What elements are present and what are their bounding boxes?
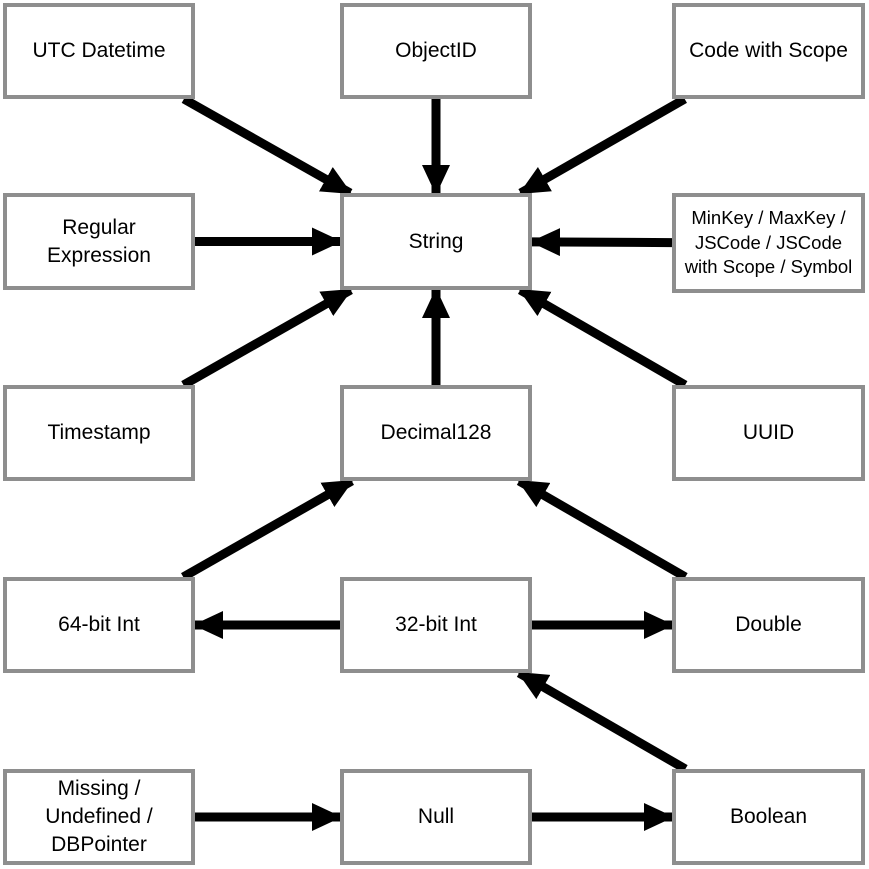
arrow-minkey_maxkey_jscode_jscode_with_scope_symbol-to-string xyxy=(530,228,673,257)
arrow-int64-to-decimal128 xyxy=(181,477,354,581)
node-64-bit-int: 64-bit Int xyxy=(3,577,195,673)
node-double: Double xyxy=(672,577,865,673)
node-label: 32-bit Int xyxy=(395,613,477,637)
node-label: ObjectID xyxy=(395,39,477,63)
node-regular-expression: Regular Expression xyxy=(3,193,195,290)
node-string: String xyxy=(340,193,532,290)
arrow-boolean-to-int32 xyxy=(516,669,688,773)
node-null: Null xyxy=(340,769,532,865)
node-32-bit-int: 32-bit Int xyxy=(340,577,532,673)
arrow-uuid-to-string xyxy=(517,286,688,389)
node-boolean: Boolean xyxy=(672,769,865,865)
node-decimal128: Decimal128 xyxy=(340,385,532,481)
node-label: Regular Expression xyxy=(47,215,151,267)
node-label: String xyxy=(408,229,464,253)
node-label: Null xyxy=(417,805,455,829)
node-label: 64-bit Int xyxy=(58,613,140,637)
node-label: Code with Scope xyxy=(689,39,848,63)
node-label: UTC Datetime xyxy=(32,39,166,63)
arrow-code_with_scope-to-string xyxy=(518,95,687,197)
node-label: Decimal128 xyxy=(380,421,492,445)
node-label: MinKey / MaxKey / JSCode / JSCode with S… xyxy=(684,207,853,278)
node-timestamp: Timestamp xyxy=(3,385,195,481)
node-uuid: UUID xyxy=(672,385,865,481)
node-label: Missing / Undefined / DBPointer xyxy=(45,777,153,856)
node-label: Double xyxy=(735,613,802,637)
node-objectid: ObjectID xyxy=(340,3,532,99)
node-code-with-scope: Code with Scope xyxy=(672,3,865,99)
node-missing-undefined-dbpointer: Missing / Undefined / DBPointer xyxy=(3,769,195,865)
arrow-timestamp-to-string xyxy=(181,286,353,389)
node-utc-datetime: UTC Datetime xyxy=(3,3,195,99)
node-label: Boolean xyxy=(729,805,808,829)
node-label: Timestamp xyxy=(47,421,151,445)
node-label: UUID xyxy=(742,421,795,445)
node-minkey-maxkey-jscode-jscode-with-scope-symbol: MinKey / MaxKey / JSCode / JSCode with S… xyxy=(672,193,865,293)
arrow-utc_datetime-to-string xyxy=(181,95,353,197)
arrow-double-to-decimal128 xyxy=(516,477,688,581)
